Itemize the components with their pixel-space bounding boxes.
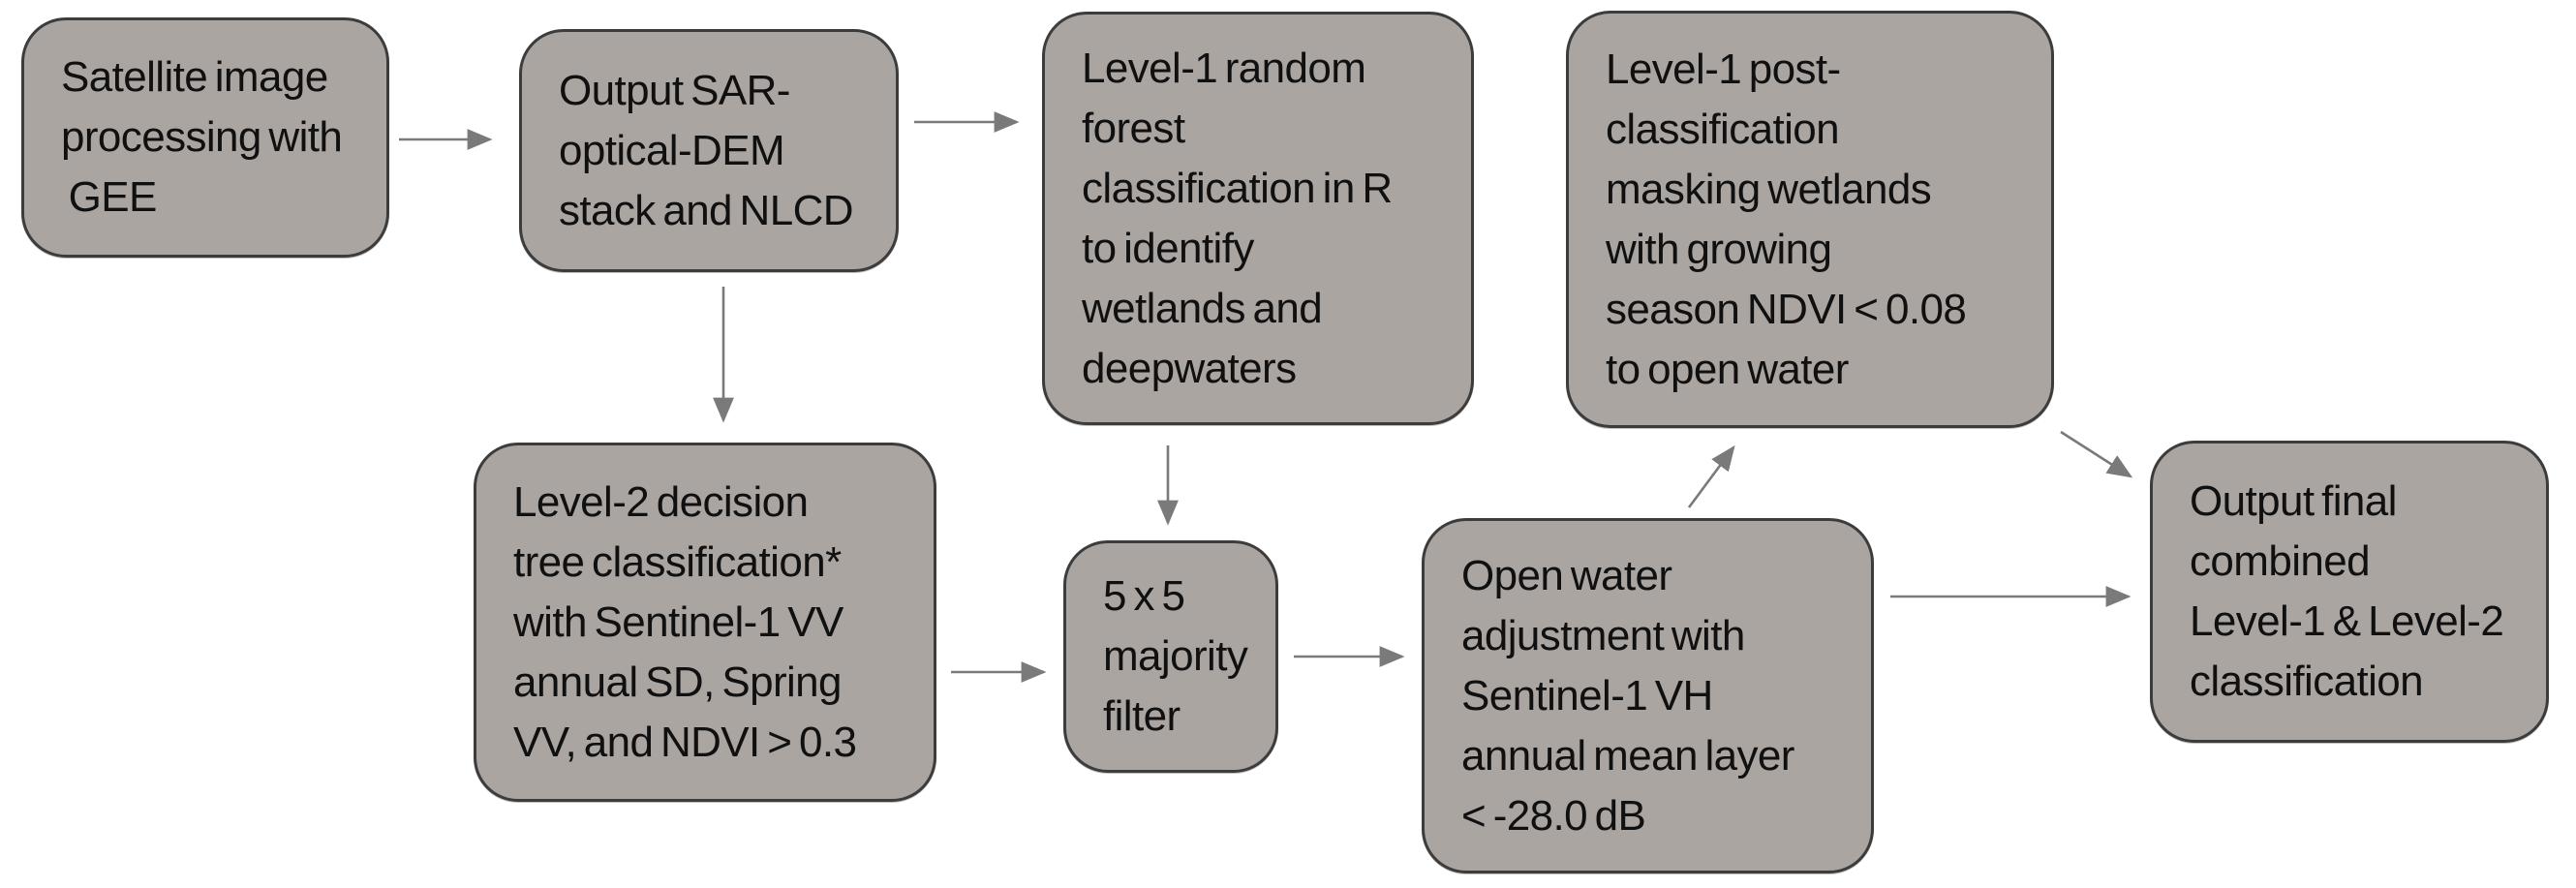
flow-node-level1-post-classification: Level-1 post- classification masking wet… (1566, 11, 2054, 428)
flow-node-level2-decision-tree-label: Level-2 decision tree classification* wi… (513, 477, 857, 766)
flow-node-output-final: Output final combined Level-1 & Level-2 … (2150, 441, 2549, 743)
flow-node-level1-random-forest-label: Level-1 random forest classification in … (1082, 44, 1393, 392)
flow-node-level2-decision-tree: Level-2 decision tree classification* wi… (474, 443, 936, 802)
flow-node-output-final-label: Output final combined Level-1 & Level-2 … (2190, 477, 2504, 705)
flow-node-level1-random-forest: Level-1 random forest classification in … (1042, 12, 1474, 425)
flow-node-output-stack: Output SAR- optical-DEM stack and NLCD (519, 29, 899, 272)
flow-node-output-stack-label: Output SAR- optical-DEM stack and NLCD (559, 66, 854, 234)
arrow-level1-post-to-output-final (2060, 430, 2133, 478)
flow-node-majority-filter-label: 5 x 5 majority filter (1103, 572, 1248, 740)
flow-node-level1-post-classification-label: Level-1 post- classification masking wet… (1606, 45, 1967, 393)
flow-node-satellite-processing-label: Satellite image processing with GEE (61, 53, 343, 221)
flow-node-open-water-adjustment-label: Open water adjustment with Sentinel-1 VH… (1461, 551, 1794, 840)
flow-node-majority-filter: 5 x 5 majority filter (1063, 540, 1278, 773)
arrow-open-water-to-level1-post (1687, 444, 1735, 508)
flow-node-satellite-processing: Satellite image processing with GEE (21, 17, 389, 258)
flow-node-open-water-adjustment: Open water adjustment with Sentinel-1 VH… (1422, 518, 1874, 873)
